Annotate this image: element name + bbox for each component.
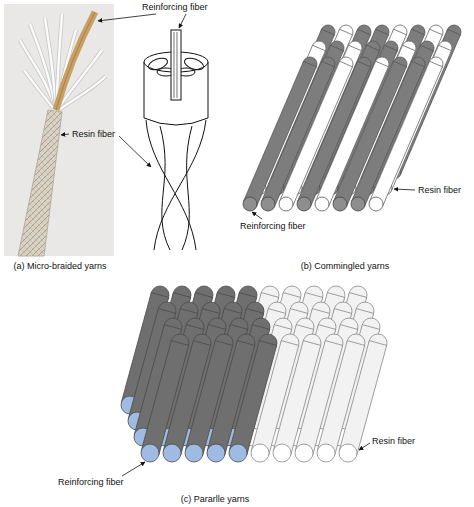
leader-line	[122, 462, 145, 476]
leader-line	[61, 134, 69, 135]
commingled-yarn	[243, 25, 461, 211]
leader-line	[359, 443, 370, 450]
braided-yarn-sketch	[160, 126, 170, 250]
braided-yarn-sketch	[146, 120, 196, 250]
part-label: Resin fiber	[72, 129, 115, 140]
braided-yarn-photo	[24, 70, 56, 112]
leader-line	[252, 212, 262, 219]
braided-yarn-sketch	[182, 126, 192, 250]
parallel-yarn	[121, 286, 387, 462]
leader-line	[119, 136, 151, 167]
panel-caption: (a) Micro-braided yarns	[13, 261, 106, 272]
leader-line	[61, 14, 186, 167]
leader-line	[252, 189, 415, 219]
braided-yarn-sketch	[154, 120, 206, 250]
part-label: Reinforcing fiber	[142, 2, 208, 13]
braided-yarn-sketch	[174, 32, 177, 98]
braided-yarn-photo	[18, 110, 62, 256]
panel-caption: (c) Pararlle yarns	[181, 494, 250, 505]
braided-yarn-photo	[24, 70, 56, 112]
part-label: Resin fiber	[418, 185, 461, 196]
leader-line	[394, 189, 415, 190]
leader-line	[122, 443, 370, 476]
panel-caption: (b) Commingled yarns	[301, 261, 390, 272]
braided-yarn-sketch	[144, 30, 208, 250]
leader-line	[179, 14, 186, 28]
braided-yarn-photo	[18, 110, 62, 256]
braided-yarn-photo	[56, 12, 95, 110]
braided-yarn-sketch	[171, 30, 181, 100]
braided-yarn-photo	[56, 12, 95, 110]
part-label: Reinforcing fiber	[240, 221, 306, 232]
leader-line	[98, 14, 156, 21]
part-label: Reinforcing fiber	[58, 477, 124, 488]
part-label: Resin fiber	[372, 436, 415, 447]
